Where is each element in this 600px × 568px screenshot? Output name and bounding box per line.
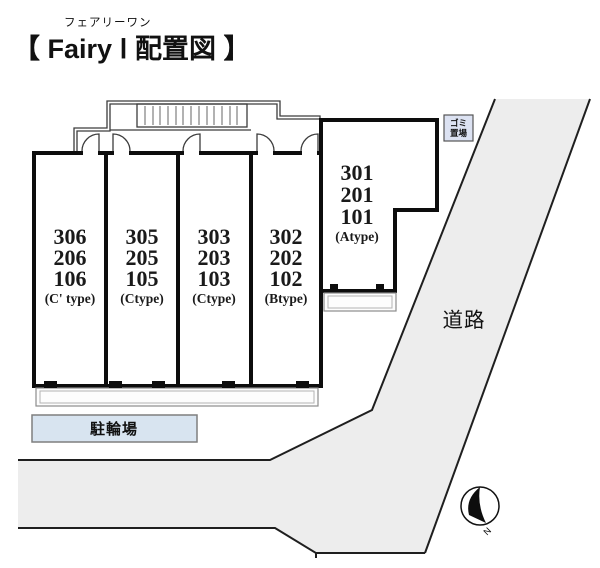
door-swing-arc bbox=[182, 133, 201, 152]
unit-type-label: (Atype) bbox=[335, 229, 379, 244]
wall-notch bbox=[330, 284, 338, 290]
room-number: 103 bbox=[198, 266, 231, 291]
doorway-gaps bbox=[83, 150, 317, 156]
garbage-box bbox=[443, 114, 474, 142]
room-number: 206 bbox=[54, 245, 87, 270]
wall-notches bbox=[44, 284, 384, 388]
room-number: 102 bbox=[270, 266, 303, 291]
corridor-outline-inner bbox=[76, 103, 320, 152]
room-number: 306 bbox=[54, 224, 87, 249]
room-number: 301 bbox=[341, 160, 374, 185]
room-number: 105 bbox=[126, 266, 159, 291]
page-title: 【 Fairy Ⅰ 配置図 】 bbox=[13, 34, 251, 64]
bicycle-parking-label: 駐輪場 bbox=[90, 420, 138, 438]
door-swings bbox=[81, 133, 319, 152]
staircase-outline bbox=[136, 103, 248, 128]
porch-inner bbox=[327, 295, 393, 309]
unit-301-porch bbox=[323, 292, 397, 312]
doorway-gap bbox=[114, 150, 129, 156]
doorway-gap bbox=[83, 150, 98, 156]
wall-notch bbox=[296, 381, 309, 388]
balcony-inner bbox=[39, 390, 315, 404]
compass-north-arrow bbox=[468, 487, 486, 523]
corridor-outline-outer bbox=[73, 100, 321, 152]
road-boundary-upper bbox=[18, 98, 496, 461]
room-number: 202 bbox=[270, 245, 303, 270]
unit-301-block bbox=[319, 118, 439, 293]
corridor bbox=[73, 100, 321, 152]
unit-type-label: (Ctype) bbox=[192, 291, 236, 306]
room-number: 305 bbox=[126, 224, 159, 249]
road-label: 道路 bbox=[443, 309, 486, 332]
road-area: 道路 bbox=[18, 98, 591, 558]
balcony-outer bbox=[35, 387, 319, 407]
wall-notch bbox=[376, 284, 384, 290]
porch-outer bbox=[323, 292, 397, 312]
room-number: 106 bbox=[54, 266, 87, 291]
wall-notch bbox=[152, 381, 165, 388]
doorway-gap bbox=[184, 150, 199, 156]
staircase-treads bbox=[144, 106, 238, 125]
wall-notch bbox=[109, 381, 122, 388]
door-swing-arc bbox=[112, 133, 131, 152]
road-surface bbox=[18, 99, 590, 553]
door-swing-arc bbox=[81, 133, 100, 152]
doorway-gap bbox=[258, 150, 273, 156]
bicycle-parking: 駐輪場 bbox=[31, 414, 198, 443]
title-block: フェアリーワン 【 Fairy Ⅰ 配置図 】 bbox=[13, 17, 251, 64]
unit-type-label: (Ctype) bbox=[120, 291, 164, 306]
door-swing-arc bbox=[256, 133, 275, 152]
building-name-furigana: フェアリーワン bbox=[64, 17, 152, 29]
balcony-strip bbox=[35, 387, 319, 407]
room-number: 303 bbox=[198, 224, 231, 249]
road-boundary-lower bbox=[18, 527, 317, 558]
building-units: 306 206 106 (C' type) 305 205 105 (Ctype… bbox=[32, 118, 439, 407]
wall-notch bbox=[222, 381, 235, 388]
compass-north-label: N bbox=[481, 525, 493, 537]
unit-type-label: (C' type) bbox=[45, 291, 96, 306]
staircase bbox=[110, 103, 251, 131]
room-number: 205 bbox=[126, 245, 159, 270]
doorway-gap bbox=[302, 150, 317, 156]
room-number: 203 bbox=[198, 245, 231, 270]
garbage-area: ゴミ 置場 bbox=[443, 114, 474, 142]
room-number: 302 bbox=[270, 224, 303, 249]
door-swing-arc bbox=[300, 133, 319, 152]
room-number: 101 bbox=[341, 204, 374, 229]
compass: N bbox=[460, 486, 500, 537]
garbage-label-line1: ゴミ bbox=[450, 118, 467, 128]
unit-labels: 306 206 106 (C' type) 305 205 105 (Ctype… bbox=[45, 160, 379, 306]
garbage-label-line2: 置場 bbox=[450, 128, 468, 138]
room-number: 201 bbox=[341, 182, 374, 207]
bicycle-parking-box bbox=[31, 414, 198, 443]
road-boundary-right bbox=[424, 98, 591, 554]
unit-type-label: (Btype) bbox=[265, 291, 308, 306]
wall-notch bbox=[44, 381, 57, 388]
